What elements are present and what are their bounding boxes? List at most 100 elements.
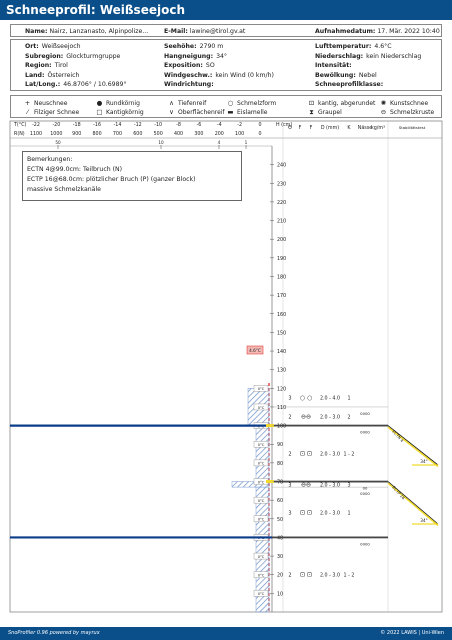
location-field: Bewölkung:Nebel [315,72,377,79]
hardness-value: 1 - 2 [344,452,355,458]
column-header: F [299,125,302,131]
location-field: Niederschlag:kein Niederschlag [315,53,421,60]
field-label: Windrichtung: [164,81,214,88]
temperature-tick-label: -6 [197,122,202,128]
height-tick-label: 180 [277,274,286,280]
grain-shape-icon: ⊖⊖ [301,413,311,420]
hardness-tick-label: 1 [245,140,248,145]
temp-point [253,571,269,578]
location-field: Lufttemperatur:4.6°C [315,43,392,50]
stability-line [387,481,439,525]
wetness-marks: 00 [363,486,368,491]
temperature-tick-label: -18 [73,122,81,128]
email-value: lawine@tirol.gv.at [189,28,246,35]
location-field: Windrichtung: [164,81,217,88]
bar-icon: ▬ [227,108,234,116]
column-header: D (mm) [321,125,339,131]
height-tick-label: 200 [277,237,286,243]
force-axis-label: R(N) [14,131,25,137]
hardness-block [255,486,270,538]
weak-layer-marker [266,480,274,484]
field-label: Intensität: [315,62,352,69]
legend-item: ∧Tiefenreif [167,99,206,107]
field-value: 2790 m [199,43,224,50]
field-label: Ort: [25,43,39,50]
field-label: Subregion: [25,52,64,60]
temp-label: 0°C [258,592,265,596]
hardness-tick-label: 4 [218,140,221,145]
force-tick-label: 400 [174,131,183,137]
force-tick-label: 900 [72,131,81,137]
layer-wetness-value: 3 [288,396,291,402]
force-tick-label: 200 [215,131,224,137]
grain-size-value: 2.0 - 3.0 [320,510,340,516]
profile-frame [9,120,443,613]
legend-label: Schmelzform [237,100,277,107]
field-value: kein Wind (0 km/h) [215,71,274,79]
height-tick-label: 70 [277,480,283,486]
force-tick-label: 300 [194,131,203,137]
field-label: Region: [25,62,52,69]
field-value: SO [205,62,215,69]
column-header: K [347,125,351,131]
height-tick-label: 40 [277,535,283,541]
footer: SnoProfiler 0.96 powered by mayrux © 202… [0,627,452,640]
caret-icon: ∧ [169,99,174,107]
hardness-value: 2 [347,414,350,420]
layer-wetness-value: 2 [288,573,291,579]
field-label: Land: [25,71,45,79]
column-header: Θ [288,125,292,131]
location-field: Land:Österreich [25,72,79,79]
height-tick-label: 120 [277,386,286,392]
field-value: kein Niederschlag [366,52,422,60]
legend-label: Kantigkörnig [106,109,144,116]
location-field: Ort:Weißseejoch [25,43,81,50]
field-value: 4.6°C [374,43,392,50]
legend-item: ○Schmelzform [226,99,277,107]
crust-icon: ⊖ [380,108,387,116]
column-header: Stabilitätstest [399,125,426,130]
location-field: Region:Tirol [25,62,68,69]
legend-item: ▬Eislamelle [226,108,268,116]
height-tick-label: 60 [277,498,283,504]
temperature-axis-label: T(°C) [13,122,27,128]
legend-label: Eislamelle [237,109,268,116]
temp-point [253,441,269,448]
hardness-tick-label: 10 [158,140,164,145]
temperature-tick-label: -16 [93,122,101,128]
temperature-tick-label: -10 [154,122,162,128]
location-field: Seehöhe:2790 m [164,43,223,50]
legend-item: ⧗Graupel [307,108,342,117]
legend-item: ∨Oberflächenreif [167,108,225,116]
field-label: Exposition: [164,62,203,69]
wetness-marks: 0000 [360,541,370,546]
legend-item: ⁄Filziger Schnee [23,108,79,116]
slash-icon: ⁄ [26,108,29,116]
stability-test-name: ECTP 16 [391,485,406,501]
wetness-marks: 0000 [360,411,370,416]
height-tick-label: 20 [277,573,283,579]
grain-shape-icon: ⊡ ⊡ [300,451,312,458]
legend-label: Schmelzkruste [390,109,435,116]
legend-box: +Neuschnee●Rundkörnig∧Tiefenreif○Schmelz… [10,95,442,118]
name-value: Nairz, Lanzanasto, Alpinpolize... [49,28,149,35]
dot-icon: ● [96,99,103,107]
height-tick-label: 140 [277,349,286,355]
air-temp-value: 4.6°C [249,348,261,353]
temp-point [253,385,269,392]
legend-label: Oberflächenreif [178,109,225,116]
force-tick-label: 600 [133,131,142,137]
info-row: Name: Nairz, Lanzanasto, Alpinpolize... … [10,24,442,37]
square-dot-icon: ⊡ [308,99,315,107]
temp-label: 0°C [258,462,265,466]
height-axis-label: H (cm) [276,122,292,128]
wetness-marks: 0000 [360,491,370,496]
temp-point [253,459,269,467]
grain-shape-icon: ⊖⊖ [301,481,311,488]
stability-line-highlight [387,482,439,527]
legend-label: Neuschnee [34,100,68,107]
height-tick-label: 50 [277,517,283,523]
hardness-value: 1 [347,510,350,516]
hardness-tick-label: 50 [55,140,61,145]
